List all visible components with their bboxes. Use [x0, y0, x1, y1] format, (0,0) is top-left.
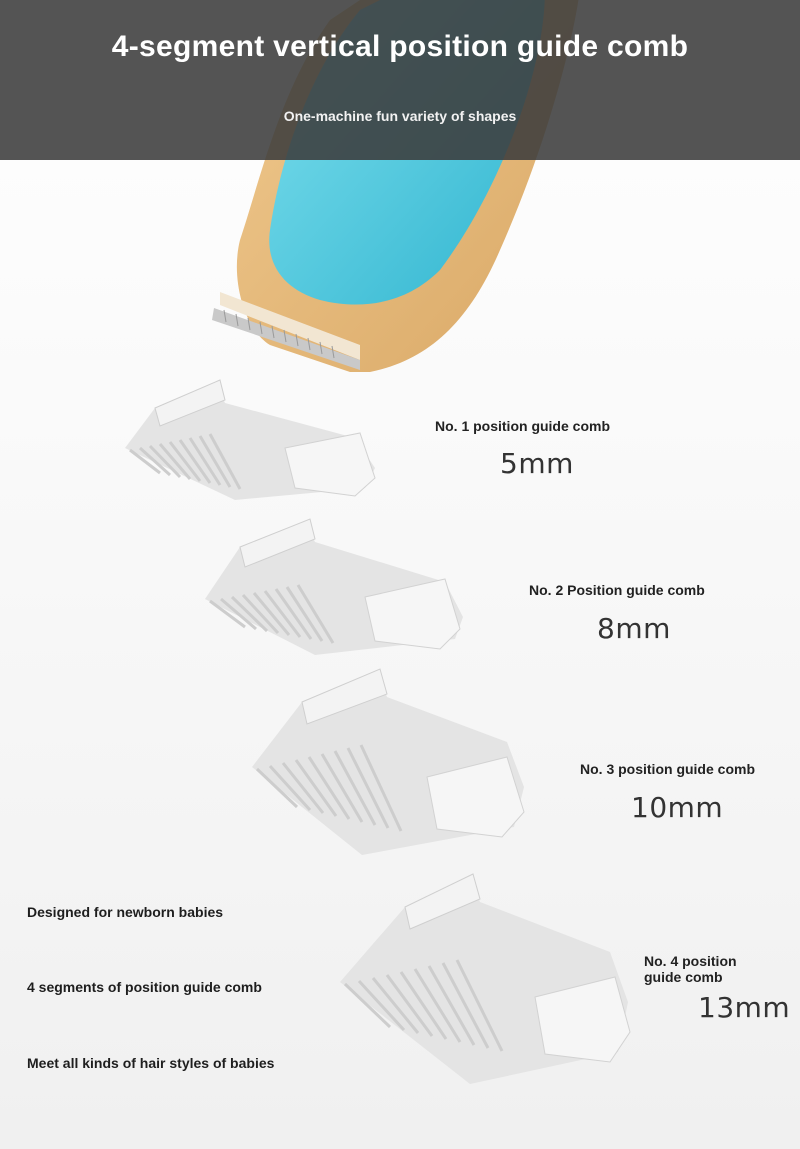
page-title: 4-segment vertical position guide comb	[111, 30, 689, 63]
feature-newborn: Designed for newborn babies	[27, 904, 224, 920]
feature-hairstyles: Meet all kinds of hair styles of babies	[27, 1055, 275, 1071]
header-banner: 4-segment vertical position guide comb O…	[0, 0, 800, 160]
guide-comb-4-image	[340, 873, 631, 1084]
comb-4-label-line1: No. 4 position	[644, 953, 737, 969]
guide-comb-1-image	[125, 379, 376, 500]
guide-comb-3-image	[252, 668, 525, 855]
comb-2-label: No. 2 Position guide comb	[529, 582, 705, 598]
comb-4-label-line2: guide comb	[644, 969, 723, 985]
comb-1-label: No. 1 position guide comb	[435, 418, 610, 434]
feature-segments: 4 segments of position guide comb	[27, 979, 262, 995]
comb-2-size: 8mm	[597, 612, 671, 645]
comb-4-size: 13mm	[698, 991, 791, 1024]
comb-1-size: 5mm	[500, 447, 574, 480]
guide-comb-2-image	[205, 518, 463, 655]
comb-3-label: No. 3 position guide comb	[580, 761, 755, 777]
comb-3-size: 10mm	[631, 791, 724, 824]
page-subtitle: One-machine fun variety of shapes	[283, 108, 517, 124]
